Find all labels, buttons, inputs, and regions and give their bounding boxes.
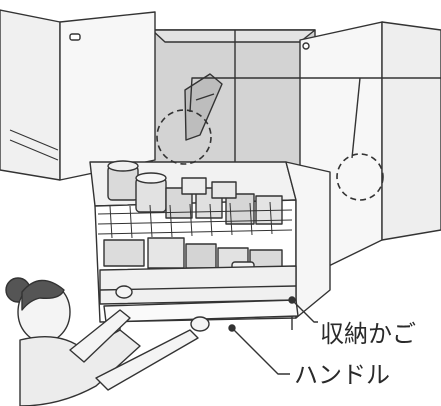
handle-label: ハンドル xyxy=(294,361,390,389)
door-highlight-circle xyxy=(336,153,384,201)
hinge-bracket xyxy=(184,73,223,141)
basket-callout-leader xyxy=(288,296,318,323)
cabinet-interior xyxy=(151,29,316,171)
storage-basket-label: 収納かご xyxy=(320,320,416,348)
top-leader-lines xyxy=(189,77,441,159)
person-figure xyxy=(5,277,210,406)
basket-handle-rail xyxy=(103,299,299,323)
storage-basket xyxy=(89,160,331,332)
basket-mesh xyxy=(97,201,293,239)
handle-callout-leader xyxy=(228,324,290,375)
left-door xyxy=(0,9,156,181)
hinge-highlight-circle xyxy=(156,109,212,165)
